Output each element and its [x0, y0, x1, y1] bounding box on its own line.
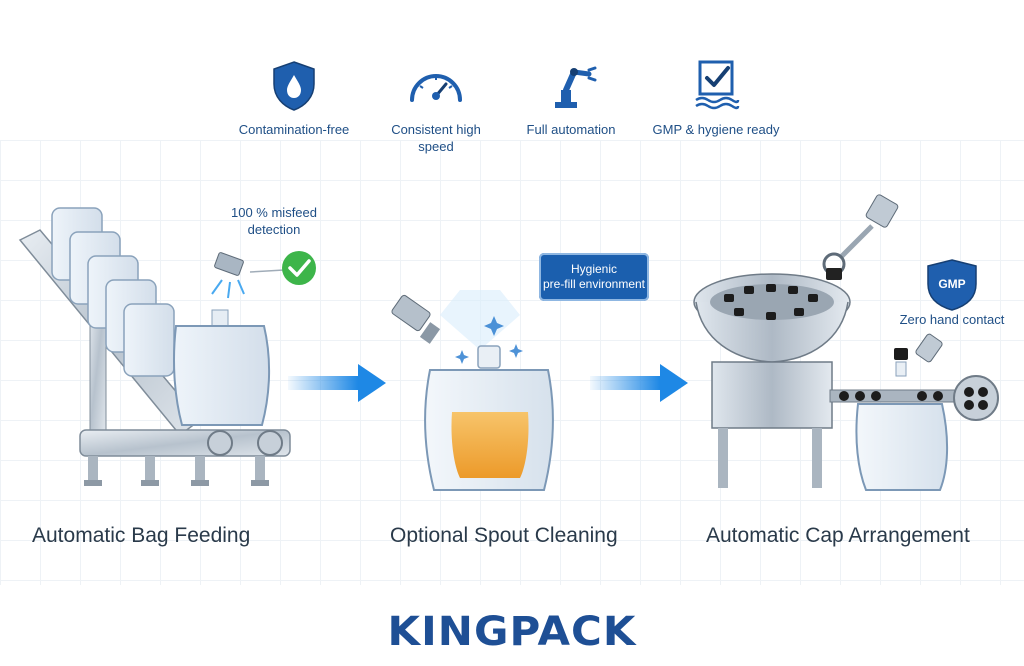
- feature-label: Full automation: [526, 122, 616, 137]
- misfeed-line1: 100 % misfeed: [231, 205, 317, 220]
- sensor-icon: [211, 252, 245, 299]
- misfeed-line2: detection: [247, 222, 301, 237]
- hygienic-line1: Hygienic: [570, 262, 618, 276]
- bag-feeding-illustration: [18, 207, 316, 486]
- gmp-shield-icon: GMP: [927, 259, 977, 311]
- check-icon: [282, 251, 316, 285]
- kingpack-logo: KINGPACK: [387, 609, 637, 655]
- gmp-badge-text: GMP: [938, 277, 965, 291]
- feature-label: Consistent high speed: [391, 122, 481, 154]
- speedometer-icon: [410, 74, 462, 102]
- stage-title-cap-arrangement: Automatic Cap Arrangement: [706, 524, 970, 547]
- shield-droplet-icon: [273, 61, 315, 111]
- feature-contamination-free: Contamination-free: [232, 60, 356, 138]
- checklist-icon: [695, 60, 740, 110]
- cap-arrangement-illustration: GMP: [693, 194, 999, 491]
- hygienic-environment-badge: Hygienic pre-fill environment: [539, 253, 649, 301]
- robot-gripper-icon: [822, 194, 899, 280]
- feature-full-automation: Full automation: [515, 60, 627, 138]
- robot-arm-icon: [555, 66, 597, 108]
- arrow-right-icon: [288, 364, 386, 402]
- nozzle-icon: [391, 294, 441, 344]
- hygienic-line2: pre-fill environment: [542, 277, 646, 291]
- feature-consistent-speed: Consistent high speed: [378, 60, 494, 155]
- spout-cleaning-illustration: [391, 290, 554, 491]
- cap-applicator-icon: [894, 333, 943, 377]
- stage-title-spout-cleaning: Optional Spout Cleaning: [390, 524, 618, 547]
- zero-hand-contact-label: Zero hand contact: [899, 312, 1005, 327]
- arrow-right-icon: [590, 364, 688, 402]
- feature-label: GMP & hygiene ready: [652, 122, 780, 137]
- misfeed-annotation: 100 % misfeed detection: [214, 204, 334, 238]
- feature-gmp-hygiene: GMP & hygiene ready: [642, 60, 790, 138]
- feature-label: Contamination-free: [238, 122, 350, 137]
- stage-title-bag-feeding: Automatic Bag Feeding: [32, 524, 251, 547]
